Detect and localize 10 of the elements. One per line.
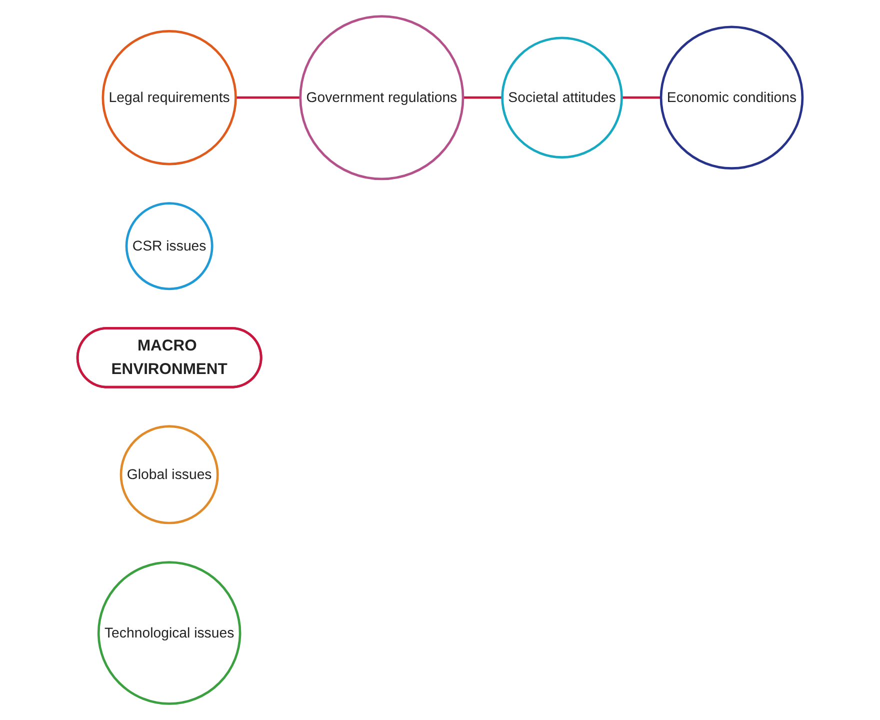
connector bbox=[236, 96, 300, 99]
node-circle: Legal requirements bbox=[102, 30, 237, 166]
node-circle: Technological issues bbox=[97, 561, 242, 705]
node-circle: Economic conditions bbox=[660, 26, 804, 170]
node-circle: Global issues bbox=[120, 425, 219, 524]
node-circle: Government regulations bbox=[299, 15, 464, 180]
node-circle: CSR issues bbox=[125, 202, 214, 290]
node-circle: Societal attitudes bbox=[501, 36, 623, 159]
connector bbox=[622, 96, 662, 99]
connector bbox=[463, 96, 502, 99]
